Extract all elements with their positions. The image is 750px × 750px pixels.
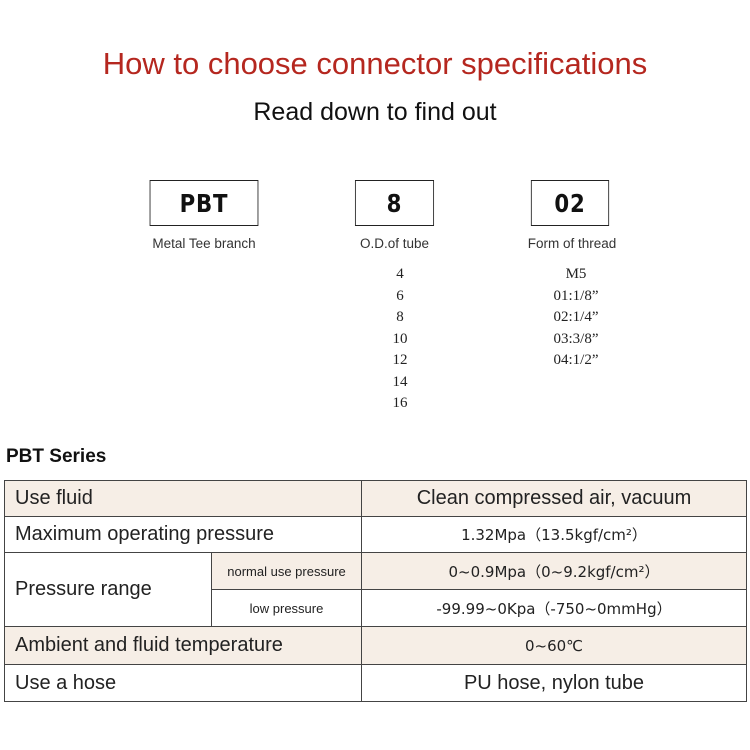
code-box-model: PBT (149, 180, 259, 226)
row-value-fluid: Clean compressed air, vacuum (361, 480, 747, 517)
page-subtitle: Read down to find out (253, 98, 497, 126)
table-row: Maximum operating pressure 1.32Mpa（13.5k… (4, 516, 747, 553)
tube-od-option: 14 (392, 373, 408, 390)
thread-option: 03:3/8” (553, 330, 599, 347)
table-row: Pressure range normal use pressure 0~0.9… (4, 552, 747, 627)
tube-od-option: 6 (396, 287, 404, 304)
row-label-pressure-range: Pressure range (4, 552, 212, 627)
thread-option: 02:1/4” (553, 309, 599, 325)
tube-od-option: 16 (392, 395, 408, 411)
series-title: PBT Series (6, 446, 107, 467)
tube-od-option: 10 (392, 330, 408, 347)
tube-od-option: 8 (396, 309, 404, 325)
row-value-normal-pressure: 0~0.9Mpa（0~9.2kgf/cm²） (361, 552, 747, 590)
row-label-max-pressure: Maximum operating pressure (4, 516, 362, 553)
row-value-max-pressure: 1.32Mpa（13.5kgf/cm²） (361, 516, 747, 553)
tube-od-options: 4 6 8 10 12 14 16 (370, 264, 430, 415)
thread-option: 01:1/8” (553, 287, 599, 304)
row-label-temperature: Ambient and fluid temperature (4, 626, 362, 665)
row-value-temperature: 0~60℃ (361, 626, 747, 665)
row-value-low-pressure: -99.99~0Kpa（-750~0mmHg） (361, 589, 747, 627)
code-caption-tube-od: O.D.of tube (359, 236, 430, 251)
row-label-fluid: Use fluid (4, 480, 362, 517)
table-row: low pressure -99.99~0Kpa（-750~0mmHg） (5, 589, 747, 627)
row-sublabel-low-pressure: low pressure (211, 589, 362, 627)
page-title: How to choose connector specifications (102, 46, 648, 81)
row-label-hose: Use a hose (4, 664, 362, 702)
table-row: Use fluid Clean compressed air, vacuum (4, 480, 747, 517)
tube-od-option: 4 (396, 266, 404, 282)
table-row: Ambient and fluid temperature 0~60℃ (4, 626, 747, 665)
thread-option: M5 (565, 266, 587, 282)
code-caption-model: Metal Tee branch (152, 236, 256, 251)
code-box-thread: 02 (530, 180, 610, 226)
thread-options: M5 01:1/8” 02:1/4” 03:3/8” 04:1/2” (526, 264, 626, 372)
code-box-tube-od: 8 (354, 180, 435, 226)
row-value-hose: PU hose, nylon tube (361, 664, 747, 702)
table-row: Use a hose PU hose, nylon tube (4, 664, 747, 702)
row-sublabel-normal-pressure: normal use pressure (211, 552, 362, 590)
spec-table: Use fluid Clean compressed air, vacuum M… (4, 480, 747, 702)
thread-option: 04:1/2” (553, 352, 599, 368)
tube-od-option: 12 (392, 352, 408, 368)
code-caption-thread: Form of thread (527, 236, 617, 251)
